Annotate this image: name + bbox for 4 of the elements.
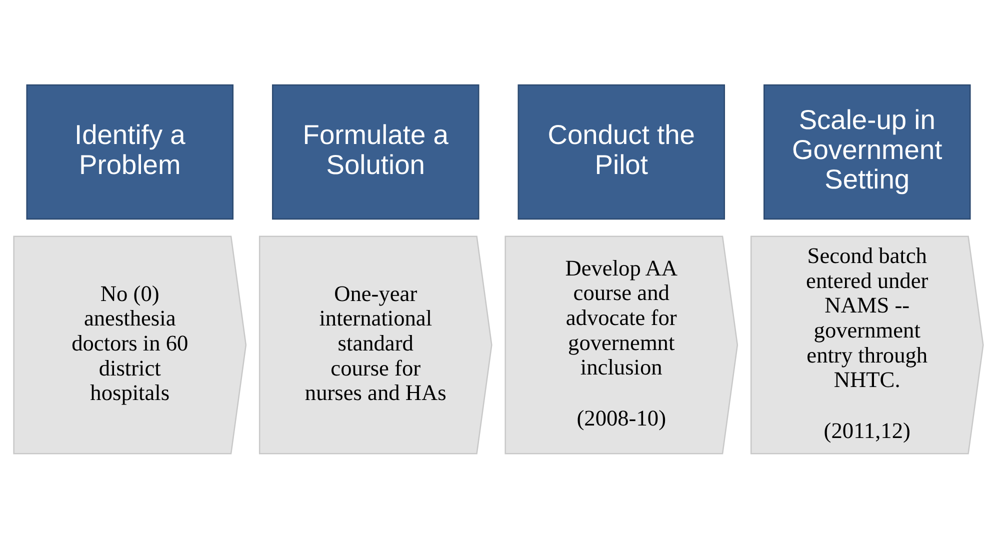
node-box: Identify a Problem: [26, 84, 234, 220]
node-box: Formulate a Solution: [272, 84, 480, 220]
node-box: Conduct the Pilot: [518, 84, 725, 220]
node-box: Scale-up in Government Setting: [764, 84, 971, 220]
